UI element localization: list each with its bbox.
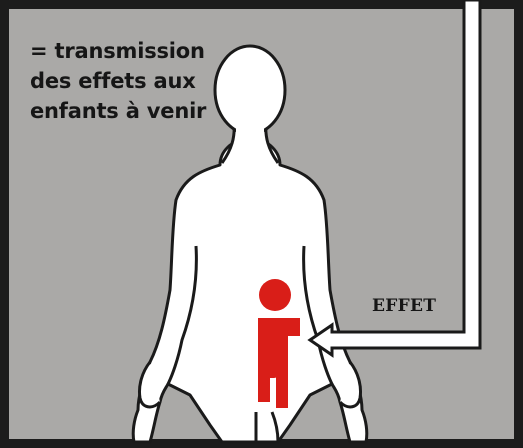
child-head bbox=[259, 279, 291, 311]
caption-line-2: des effets aux bbox=[30, 66, 250, 96]
caption-text: = transmission des effets aux enfants à … bbox=[30, 36, 250, 126]
caption-line-1: = transmission bbox=[30, 36, 250, 66]
adult-body-outline bbox=[133, 139, 367, 442]
caption-line-3: enfants à venir bbox=[30, 96, 250, 126]
effect-label: EFFET bbox=[372, 296, 436, 316]
child-arm bbox=[266, 320, 278, 378]
